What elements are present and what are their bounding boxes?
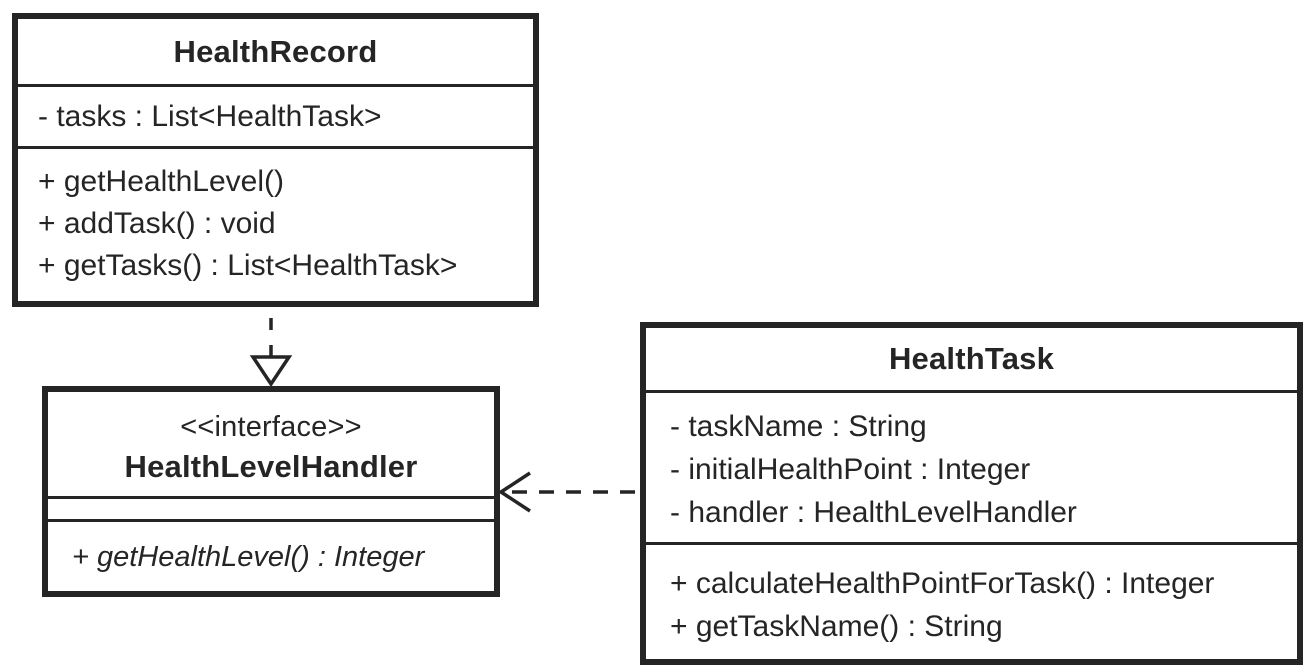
methods-compartment: + getHealthLevel() : Integer [48, 519, 494, 591]
class-box-healthtask: HealthTask - taskName : String - initial… [640, 322, 1303, 665]
realization-arrow [249, 318, 293, 388]
attribute-item: - handler : HealthLevelHandler [670, 496, 1077, 529]
method-item: + getHealthLevel() : Integer [72, 540, 425, 573]
methods-compartment: + getHealthLevel() + addTask() : void + … [18, 146, 533, 301]
class-box-healthlevelhandler: <<interface>> HealthLevelHandler + getHe… [42, 386, 500, 597]
methods-compartment: + calculateHealthPointForTask() : Intege… [646, 542, 1297, 659]
attribute-item: - taskName : String [670, 410, 927, 443]
stereotype-label: <<interface>> [180, 411, 362, 443]
attributes-compartment-empty [48, 496, 494, 519]
class-name-label: HealthLevelHandler [124, 449, 418, 484]
class-name: HealthRecord [18, 19, 533, 84]
class-name-label: HealthRecord [173, 33, 378, 69]
class-name-label: HealthTask [888, 341, 1055, 376]
attribute-item: - initialHealthPoint : Integer [670, 453, 1031, 486]
dependency-arrow [497, 471, 640, 513]
open-arrowhead [497, 471, 531, 513]
attribute-item: - tasks : List<HealthTask> [38, 99, 382, 133]
class-box-healthrecord: HealthRecord - tasks : List<HealthTask> … [12, 13, 539, 307]
class-name: HealthTask [646, 328, 1297, 390]
method-item: + getTasks() : List<HealthTask> [38, 249, 458, 282]
interface-title-compartment: <<interface>> HealthLevelHandler [48, 392, 494, 496]
attributes-compartment: - tasks : List<HealthTask> [18, 84, 533, 146]
hollow-triangle-arrowhead [249, 355, 293, 388]
method-item: + getHealthLevel() [38, 165, 284, 198]
method-item: + calculateHealthPointForTask() : Intege… [670, 567, 1215, 600]
method-item: + getTaskName() : String [670, 610, 1003, 643]
method-item: + addTask() : void [38, 207, 276, 240]
attributes-compartment: - taskName : String - initialHealthPoint… [646, 390, 1297, 542]
